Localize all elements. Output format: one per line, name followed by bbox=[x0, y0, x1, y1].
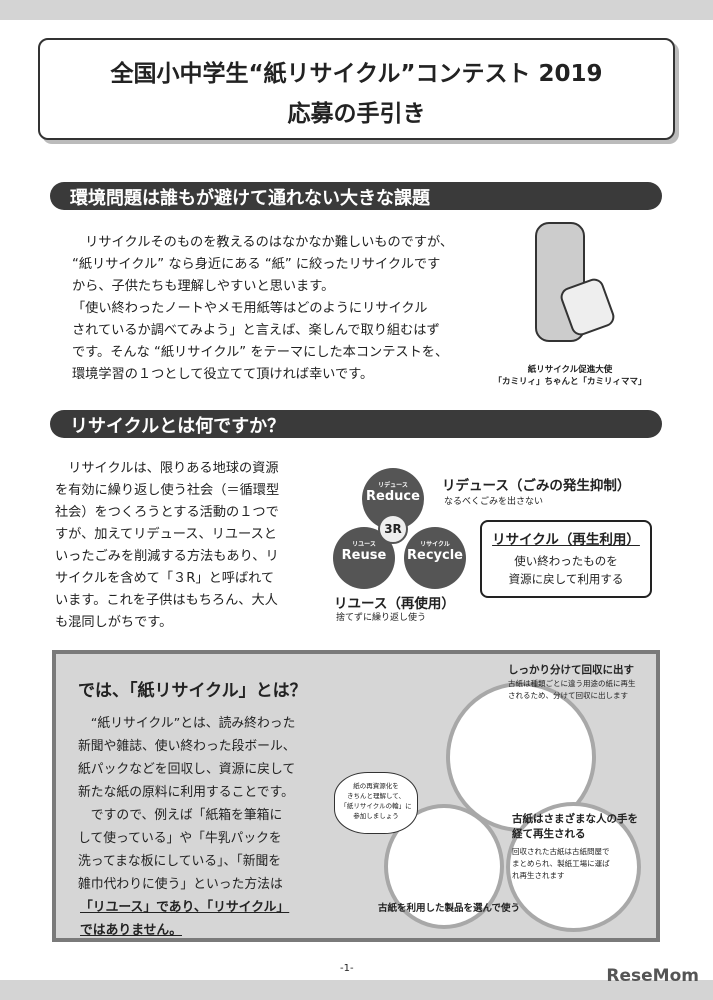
section2-body: リサイクルは、限りある地球の資源 を有効に繰り返し使う社会（＝循環型 社会）をつ… bbox=[55, 461, 280, 630]
page-number: -1- bbox=[340, 963, 354, 974]
3r-center: 3R bbox=[378, 514, 408, 544]
products-illustration bbox=[384, 804, 504, 929]
reduce-title: リデュース（ごみの発生抑制） bbox=[442, 478, 631, 494]
step2-desc: 回収された古紙は古紙問屋で まとめられ、製紙工場に運ば れ再生されます bbox=[512, 847, 610, 880]
page-title: 全国小中学生“紙リサイクル”コンテスト 2019 bbox=[110, 61, 603, 87]
section1-heading: 環境問題は誰もが避けて通れない大きな課題 bbox=[50, 182, 662, 210]
box-heading: では、「紙リサイクル」とは？ bbox=[78, 681, 307, 701]
paper-recycle-box: では、「紙リサイクル」とは？ “紙リサイクル”とは、読み終わった 新聞や雑誌、使… bbox=[52, 650, 660, 942]
step1-title: しっかり分けて回収に出す bbox=[508, 664, 634, 676]
collection-illustration bbox=[446, 682, 596, 832]
speech-bubble: 紙の再資源化を きちんと理解して、 「紙リサイクルの輪」に 参加しましょう bbox=[334, 772, 418, 834]
recycle-desc: 使い終わったものを 資源に戻して利用する bbox=[508, 554, 624, 586]
step1-desc: 古紙は種類ごとに違う用途の紙に再生 されるため、分けて回収に出します bbox=[508, 679, 636, 700]
reuse-title: リユース（再使用） bbox=[334, 596, 455, 612]
mascot-caption: 紙リサイクル促進大使 「カミリィ」ちゃんと「カミリィママ」 bbox=[478, 364, 662, 388]
section2-heading: リサイクルとは何ですか？ bbox=[50, 410, 662, 438]
mascot-caption-line: 紙リサイクル促進大使 bbox=[527, 365, 613, 375]
title-box: 全国小中学生“紙リサイクル”コンテスト 2019 応募の手引き bbox=[38, 38, 675, 140]
brand-logo: ReseMom bbox=[606, 966, 699, 986]
step3-title: 古紙を利用した製品を選んで使う bbox=[378, 903, 521, 914]
reuse-desc: 捨てずに繰り返し使う bbox=[336, 613, 427, 623]
factory-illustration bbox=[506, 802, 641, 932]
recycle-callout: リサイクル（再生利用） 使い終わったものを 資源に戻して利用する bbox=[480, 520, 652, 598]
section1-body: リサイクルそのものを教えるのはなかなか難しいものですが、 “紙リサイクル” なら… bbox=[72, 235, 454, 382]
box-emphasis: ではありません。 bbox=[80, 923, 182, 938]
box-emphasis: 「リユース」であり、「リサイクル」 bbox=[80, 900, 290, 915]
mascot-illustration bbox=[520, 222, 618, 352]
mascot-caption-line: 「カミリィ」ちゃんと「カミリィママ」 bbox=[493, 377, 647, 387]
step2-title: 古紙はさまざまな人の手を 経て再生される bbox=[512, 813, 638, 840]
box-body: “紙リサイクル”とは、読み終わった 新聞や雑誌、使い終わった段ボール、 紙パック… bbox=[78, 716, 296, 892]
reduce-desc: なるべくごみを出さない bbox=[444, 497, 544, 507]
top-band bbox=[0, 0, 713, 20]
page-subtitle: 応募の手引き bbox=[287, 101, 426, 127]
recycle-title: リサイクル（再生利用） bbox=[492, 532, 640, 548]
bottom-band bbox=[0, 980, 713, 1000]
